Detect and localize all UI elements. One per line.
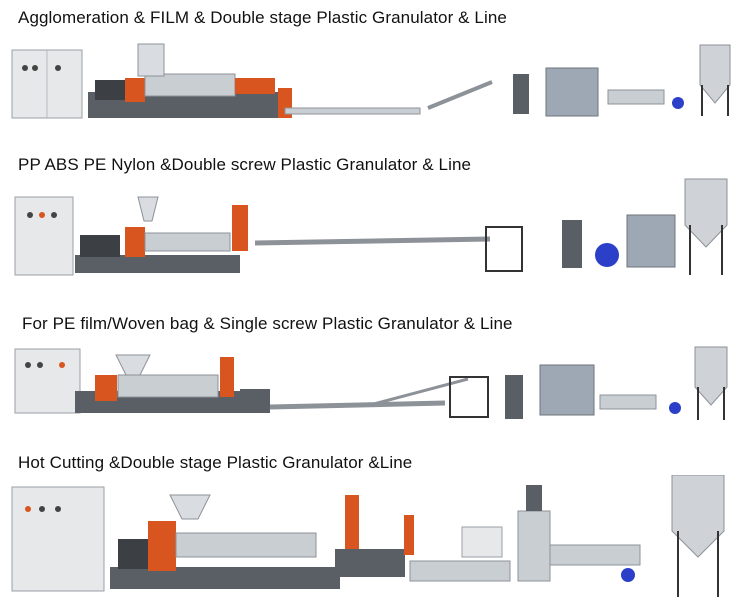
extruder-unit xyxy=(88,43,292,118)
cooling-tank xyxy=(284,107,421,115)
double-stage-extruder xyxy=(110,494,414,589)
control-cabinet xyxy=(11,49,83,119)
section-heading-1: Agglomeration & FILM & Double stage Plas… xyxy=(18,8,507,27)
storage-silo xyxy=(671,475,725,597)
centrifugal-dryer xyxy=(517,485,551,582)
control-cabinet xyxy=(14,348,81,414)
storage-silo xyxy=(694,346,728,420)
line-photo-agglomeration xyxy=(11,43,731,119)
line-photo-single-screw xyxy=(14,346,728,420)
line-photo-hot-cutting xyxy=(11,475,725,597)
twin-screw-extruder xyxy=(75,196,248,273)
storage-silo xyxy=(684,178,728,275)
storage-silo xyxy=(699,44,731,116)
control-cabinet xyxy=(11,486,105,592)
control-cabinet xyxy=(14,196,74,276)
single-screw-extruder xyxy=(75,354,270,413)
cooling-unit xyxy=(409,526,511,582)
cooling-tank xyxy=(269,400,446,410)
air-knife xyxy=(449,376,489,418)
vibrating-screen xyxy=(549,544,641,582)
section-heading-2: PP ABS PE Nylon &Double screw Plastic Gr… xyxy=(18,155,472,174)
pelletizer xyxy=(562,214,676,268)
conveyor xyxy=(369,377,469,407)
conveyor xyxy=(427,80,493,110)
section-heading-3: For PE film/Woven bag & Single screw Pla… xyxy=(22,314,513,333)
section-heading-4: Hot Cutting &Double stage Plastic Granul… xyxy=(18,453,413,472)
air-knife xyxy=(485,226,523,272)
pelletizer xyxy=(513,67,599,117)
vibrating-screen xyxy=(607,89,684,109)
line-photo-double-screw xyxy=(14,178,728,276)
pelletizer xyxy=(505,364,595,419)
vibrating-screen xyxy=(599,394,681,414)
water-tank xyxy=(254,236,491,246)
